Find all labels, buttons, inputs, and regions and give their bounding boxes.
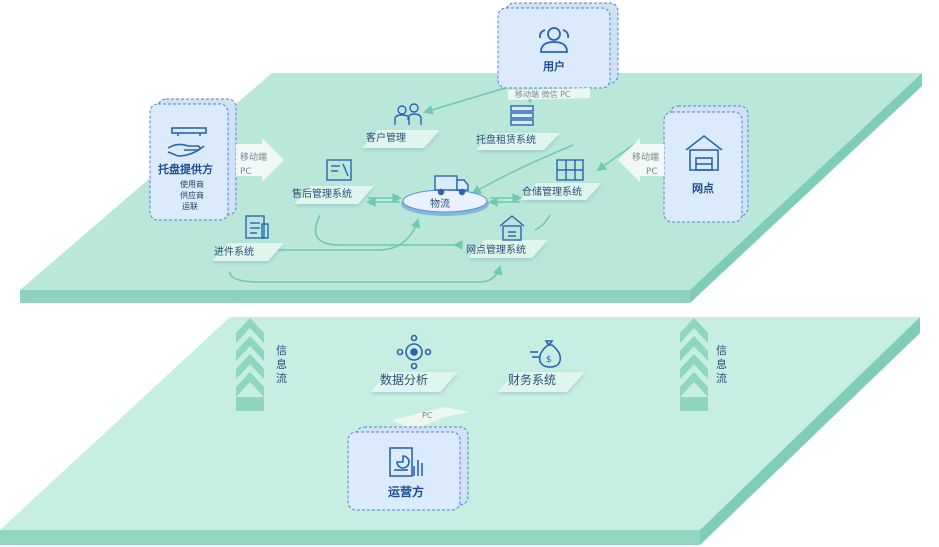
truck-icon	[434, 175, 469, 196]
module-rental[interactable]: 托盘租赁系统	[476, 105, 560, 150]
user-channels-arrow: 移动端 微信 PC	[508, 88, 590, 100]
tools-icon	[326, 159, 352, 181]
user-channels-label: 移动端 微信 PC	[515, 89, 571, 99]
module-warehouse[interactable]: 仓储管理系统	[520, 159, 602, 200]
outlet-mgmt-label: 网点管理系统	[466, 243, 526, 256]
users-icon	[538, 27, 570, 53]
supplier-channels-arrow: 移动端 PC	[236, 138, 284, 182]
operator-channel-label: PC	[422, 411, 433, 420]
house-icon	[499, 215, 525, 241]
module-finance[interactable]: $ 财务系统	[497, 340, 585, 392]
operator-card[interactable]: 运营方	[347, 426, 469, 511]
flow-lines	[229, 87, 641, 283]
supplier-channel-label: 移动端	[240, 151, 267, 163]
bottom-platform	[0, 317, 920, 545]
info-flow-chevrons-left	[236, 318, 264, 411]
money-bag-icon: $	[530, 340, 562, 368]
module-outlet-mgmt[interactable]: 网点管理系统	[466, 215, 548, 258]
data-analysis-label: 数据分析	[380, 372, 428, 387]
svg-text:$: $	[546, 355, 552, 365]
aftersales-label: 售后管理系统	[292, 187, 352, 200]
info-flow-label-right-2: 息	[716, 357, 727, 371]
report-icon	[389, 447, 423, 477]
info-flow-label-left-3: 流	[276, 371, 287, 385]
supplier-card[interactable]: 托盘提供方 使用商 供应商 运联	[149, 98, 237, 221]
user-card-title: 用户	[543, 59, 565, 73]
warehouse-icon	[685, 134, 723, 171]
supplier-item: 使用商	[180, 179, 204, 189]
supplier-item: 供应商	[180, 190, 204, 200]
supplier-card-title: 托盘提供方	[158, 162, 213, 176]
hand-pallet-icon	[167, 127, 207, 157]
outlet-card[interactable]: 网点	[663, 105, 749, 223]
operator-card-title: 运营方	[388, 484, 424, 499]
info-flow-label-right-1: 信	[716, 344, 727, 357]
module-inventory[interactable]: 进件系统	[212, 215, 284, 261]
people-icon	[394, 103, 422, 125]
customer-label: 客户管理	[366, 131, 406, 144]
info-flow-label-left-1: 信	[276, 344, 287, 357]
inventory-label: 进件系统	[214, 245, 254, 258]
module-data-analysis[interactable]: 数据分析	[370, 334, 458, 393]
outlet-card-title: 网点	[692, 181, 714, 195]
finance-label: 财务系统	[508, 372, 556, 387]
logistics-label: 物流	[430, 197, 450, 210]
pallet-stack-icon	[510, 105, 534, 126]
info-flow-label-right-3: 流	[716, 371, 727, 385]
supplier-item: 运联	[182, 202, 198, 211]
info-flow-label-left-2: 息	[276, 357, 287, 371]
operator-channel-arrow: PC	[392, 407, 470, 430]
info-flow-chevrons-right	[680, 318, 708, 411]
rental-label: 托盘租赁系统	[476, 133, 536, 146]
shelf-icon	[556, 159, 584, 181]
outlet-channel-label: PC	[646, 167, 658, 177]
user-card[interactable]: 用户	[497, 2, 619, 89]
warehouse-label: 仓储管理系统	[522, 185, 582, 198]
module-logistics[interactable]: 物流	[401, 175, 489, 216]
outlet-channels-arrow: 移动端 PC	[618, 138, 664, 182]
outlet-channel-label: 移动端	[632, 151, 659, 163]
module-aftersales[interactable]: 售后管理系统	[292, 159, 374, 204]
document-icon	[245, 215, 269, 239]
module-customer[interactable]: 客户管理	[362, 103, 440, 148]
network-icon	[396, 334, 432, 370]
supplier-channel-label: PC	[240, 167, 252, 177]
